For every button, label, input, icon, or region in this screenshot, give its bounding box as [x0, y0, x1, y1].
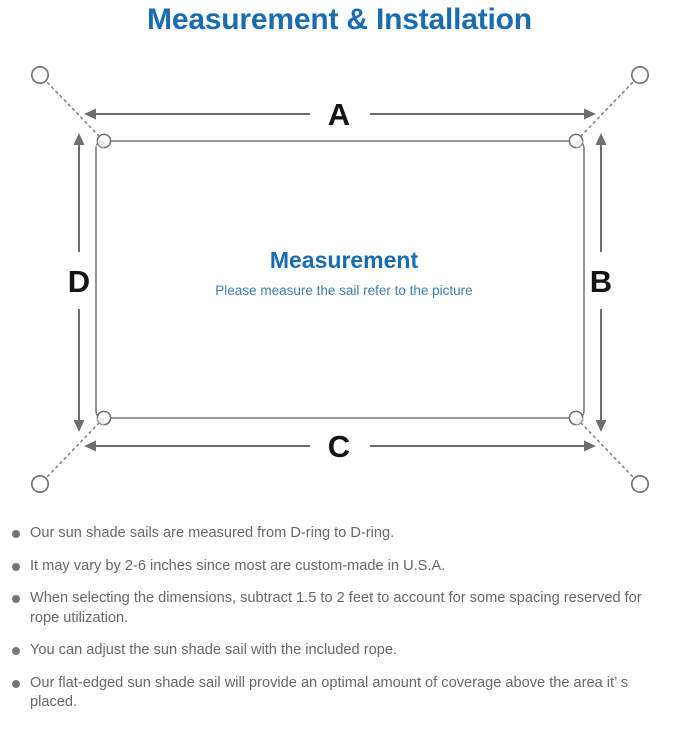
center-subtext: Please measure the sail refer to the pic…	[215, 283, 472, 298]
dimension-line-c: C	[84, 429, 596, 464]
note-text: Our flat-edged sun shade sail will provi…	[30, 674, 629, 711]
sail-diagram-svg: A C D B Measurement Please measure the s…	[30, 65, 649, 493]
list-item: Our sun shade sails are measured from D-…	[0, 524, 679, 544]
d-ring-top-right	[568, 133, 584, 149]
bullet-icon	[12, 679, 20, 688]
note-text: It may vary by 2-6 inches since most are…	[30, 557, 446, 574]
list-item: When selecting the dimensions, subtract …	[0, 589, 679, 628]
list-item: You can adjust the sun shade sail with t…	[0, 641, 679, 661]
note-text: When selecting the dimensions, subtract …	[30, 590, 642, 626]
bullet-icon	[12, 595, 20, 603]
dimension-label-c: C	[328, 429, 350, 464]
note-text: You can adjust the sun shade sail with t…	[30, 642, 397, 658]
dimension-label-a: A	[328, 97, 350, 132]
anchor-bottom-left	[30, 422, 100, 493]
d-ring-bottom-right	[568, 410, 584, 426]
anchor-bottom-right	[580, 422, 649, 493]
center-heading: Measurement	[270, 247, 419, 273]
bullet-icon	[12, 530, 20, 538]
note-text: Our sun shade sails are measured from D-…	[30, 525, 395, 541]
anchor-top-left	[30, 65, 100, 137]
list-item: It may vary by 2-6 inches since most are…	[0, 557, 679, 577]
d-ring-bottom-left	[96, 410, 112, 426]
list-item: Our flat-edged sun shade sail will provi…	[0, 674, 679, 713]
sail-outline	[95, 140, 585, 419]
sail-diagram: A C D B Measurement Please measure the s…	[0, 44, 679, 514]
d-ring-top-left	[96, 133, 112, 149]
anchor-top-right	[580, 65, 649, 137]
page-title: Measurement & Installation	[147, 3, 532, 36]
dimension-label-d: D	[68, 264, 90, 299]
dimension-line-a: A	[84, 97, 596, 132]
notes-list: Our sun shade sails are measured from D-…	[0, 524, 679, 726]
bullet-icon	[12, 562, 20, 571]
dimension-label-b: B	[590, 264, 612, 299]
bullet-icon	[12, 647, 20, 655]
dimension-line-b: B	[590, 133, 612, 432]
dimension-line-d: D	[68, 133, 90, 432]
